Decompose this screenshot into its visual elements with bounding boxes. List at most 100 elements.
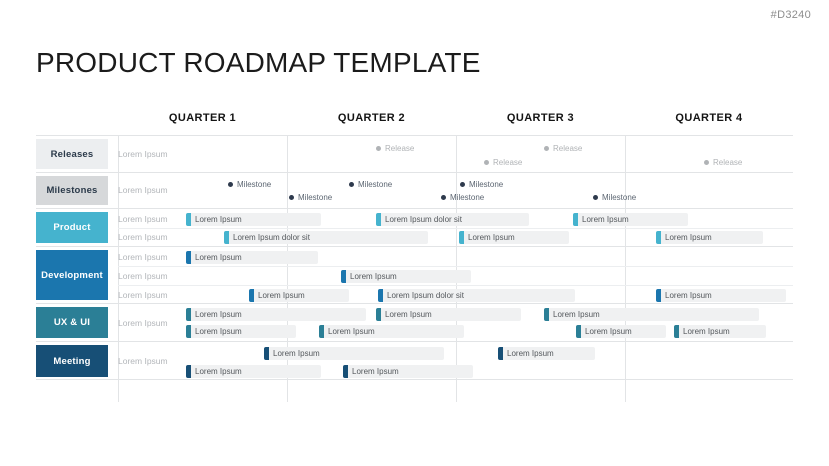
task-bar[interactable]: Lorem Ipsum [656, 289, 786, 302]
milestone-marker[interactable]: Milestone [460, 180, 503, 189]
subrow-label: Lorem Ipsum [118, 290, 168, 300]
task-bar[interactable]: Lorem Ipsum [544, 308, 759, 321]
category-chip-ux-ui[interactable]: UX & UI [36, 307, 108, 338]
task-bar-label: Lorem Ipsum [683, 327, 730, 336]
task-bar-label: Lorem Ipsum [385, 310, 432, 319]
task-bar-cap [264, 347, 269, 360]
quarter-header-1: QUARTER 1 [168, 112, 237, 124]
task-bar[interactable]: Lorem Ipsum dolor sit [376, 213, 529, 226]
quarter-header-4: QUARTER 4 [675, 112, 743, 124]
quarter-header-row: QUARTER 1 QUARTER 2 QUARTER 3 QUARTER 4 [36, 110, 793, 135]
task-bar[interactable]: Lorem Ipsum [674, 325, 766, 338]
task-bar-label: Lorem Ipsum [507, 349, 554, 358]
task-bar-label: Lorem Ipsum [350, 272, 397, 281]
task-bar[interactable]: Lorem Ipsum [341, 270, 471, 283]
task-bar[interactable]: Lorem Ipsum [498, 347, 595, 360]
milestone-marker[interactable]: Milestone [593, 193, 636, 202]
release-marker-label: Release [713, 158, 743, 167]
page-title: PRODUCT ROADMAP TEMPLATE [36, 46, 481, 78]
task-bar-label: Lorem Ipsum [195, 327, 242, 336]
subrow-label: Lorem Ipsum [118, 356, 168, 366]
category-chip-development[interactable]: Development [36, 250, 108, 300]
task-bar-label: Lorem Ipsum [258, 291, 305, 300]
task-bar[interactable]: Lorem Ipsum [576, 325, 666, 338]
milestone-marker[interactable]: Milestone [349, 180, 392, 189]
task-bar-label: Lorem Ipsum [328, 327, 375, 336]
task-bar[interactable]: Lorem Ipsum [376, 308, 521, 321]
task-bar[interactable]: Lorem Ipsum [186, 325, 296, 338]
release-dot-icon [544, 146, 549, 151]
task-bar[interactable]: Lorem Ipsum [186, 251, 318, 264]
release-marker[interactable]: Release [484, 158, 522, 167]
task-bar-label: Lorem Ipsum [195, 253, 242, 262]
milestone-dot-icon [349, 182, 354, 187]
task-bar[interactable]: Lorem Ipsum [186, 365, 321, 378]
milestone-marker[interactable]: Milestone [289, 193, 332, 202]
task-bar-cap [319, 325, 324, 338]
task-bar-cap [343, 365, 348, 378]
milestone-marker[interactable]: Milestone [441, 193, 484, 202]
subrow-label: Lorem Ipsum [118, 271, 168, 281]
task-bar[interactable]: Lorem Ipsum [319, 325, 464, 338]
task-bar-cap [186, 365, 191, 378]
task-bar-cap [186, 213, 191, 226]
task-bar-label: Lorem Ipsum [468, 233, 515, 242]
task-bar-cap [656, 289, 661, 302]
task-bar-cap [576, 325, 581, 338]
task-bar-label: Lorem Ipsum [665, 233, 712, 242]
task-bar-label: Lorem Ipsum [553, 310, 600, 319]
task-bar-cap [573, 213, 578, 226]
task-bar-cap [376, 308, 381, 321]
category-chip-milestones[interactable]: Milestones [36, 176, 108, 205]
category-chip-product[interactable]: Product [36, 212, 108, 243]
task-bar-cap [341, 270, 346, 283]
release-marker[interactable]: Release [544, 144, 582, 153]
subrow-label: Lorem Ipsum [118, 318, 168, 328]
release-marker[interactable]: Release [704, 158, 742, 167]
task-bar[interactable]: Lorem Ipsum [459, 231, 569, 244]
task-bar[interactable]: Lorem Ipsum [573, 213, 688, 226]
release-marker-label: Release [493, 158, 523, 167]
task-bar[interactable]: Lorem Ipsum dolor sit [224, 231, 428, 244]
task-bar[interactable]: Lorem Ipsum [343, 365, 473, 378]
task-bar-label: Lorem Ipsum dolor sit [385, 215, 462, 224]
task-bar-cap [186, 251, 191, 264]
milestone-marker-label: Milestone [469, 180, 504, 189]
quarter-divider-2 [287, 135, 288, 402]
task-bar[interactable]: Lorem Ipsum dolor sit [378, 289, 575, 302]
task-bar-cap [656, 231, 661, 244]
task-bar[interactable]: Lorem Ipsum [186, 213, 321, 226]
quarter-header-2: QUARTER 2 [337, 112, 406, 124]
task-bar-cap [498, 347, 503, 360]
quarter-header-3: QUARTER 3 [506, 112, 575, 124]
task-bar[interactable]: Lorem Ipsum [264, 347, 444, 360]
task-bar[interactable]: Lorem Ipsum [656, 231, 763, 244]
release-marker-label: Release [385, 144, 415, 153]
release-marker[interactable]: Release [376, 144, 414, 153]
milestone-marker-label: Milestone [358, 180, 393, 189]
milestone-marker-label: Milestone [450, 193, 485, 202]
subrow-divider [118, 228, 793, 229]
release-dot-icon [484, 160, 489, 165]
task-bar[interactable]: Lorem Ipsum [249, 289, 349, 302]
subrow-label: Lorem Ipsum [118, 214, 168, 224]
task-bar-cap [674, 325, 679, 338]
milestone-dot-icon [228, 182, 233, 187]
category-chip-meeting[interactable]: Meeting [36, 345, 108, 377]
quarter-divider-4 [625, 135, 626, 402]
category-chip-releases[interactable]: Releases [36, 139, 108, 169]
quarter-divider-1 [118, 135, 119, 402]
release-dot-icon [376, 146, 381, 151]
subrow-label: Lorem Ipsum [118, 232, 168, 242]
task-bar-label: Lorem Ipsum [582, 215, 629, 224]
milestone-marker[interactable]: Milestone [228, 180, 271, 189]
milestone-marker-label: Milestone [602, 193, 637, 202]
task-bar-label: Lorem Ipsum [273, 349, 320, 358]
document-id: #D3240 [770, 9, 811, 21]
task-bar[interactable]: Lorem Ipsum [186, 308, 366, 321]
